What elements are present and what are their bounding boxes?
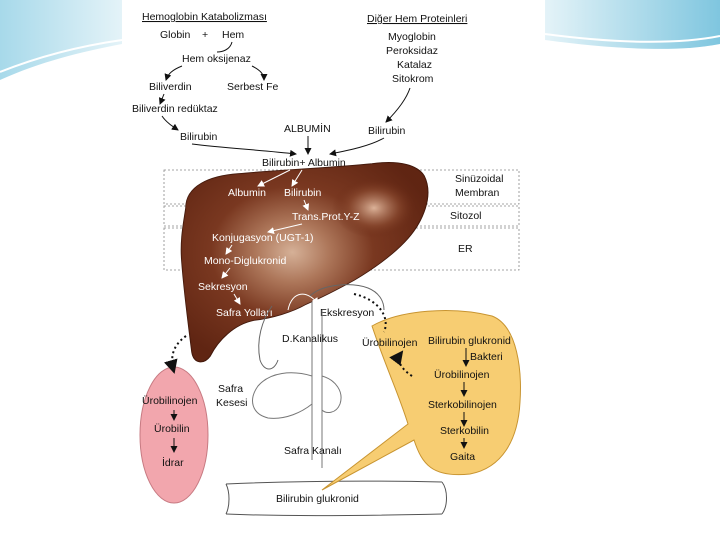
other-heme-proteins-title: Diğer Hem Proteinleri — [367, 13, 467, 25]
trans-prot-label: Trans.Prot.Y-Z — [292, 211, 360, 223]
liver-to-kidney-dotted — [163, 335, 187, 374]
intestine-item-2: Sterkobilinojen — [428, 399, 497, 411]
intestine-tube-bottom — [225, 513, 443, 516]
mono-diglucuronide-label: Mono-Diglukronid — [204, 255, 286, 267]
kidney-item-2: Ürobilin — [154, 423, 190, 435]
bile-ducts-label: Safra Yolları — [216, 307, 273, 319]
conjugation-label: Konjugasyon (UGT-1) — [212, 232, 314, 244]
bilirubin-albumin-complex: Bilirubin+ Albumin — [262, 157, 346, 169]
urobilinogen-outside-label: Ürobilinojen — [362, 337, 418, 349]
conjugation-to-mono-arrow — [225, 244, 233, 255]
zone-cytosol: Sitozol — [450, 210, 482, 222]
hem-oxygenase-label: Hem oksijenaz — [182, 53, 251, 65]
excretion-arrow — [287, 293, 319, 311]
gallbladder-neck — [321, 375, 342, 413]
intestine-top-line2: Bakteri — [470, 351, 503, 363]
liver-to-intestine-dotted — [353, 293, 387, 333]
intestine-item-3: Sterkobilin — [440, 425, 489, 437]
kidney-item-1: Ürobilinojen — [142, 395, 198, 407]
complex-to-bilirubin-arrow — [291, 169, 303, 187]
gallbladder-line2: Kesesi — [216, 397, 248, 409]
common-duct-outer — [309, 284, 385, 311]
hem-label: Hem — [222, 29, 244, 41]
biliverdin-reductase-label: Biliverdin redüktaz — [132, 103, 218, 115]
zone-sinusoid-line1: Sinüzoidal — [455, 173, 503, 185]
enterohepatic-dotted — [389, 350, 413, 377]
left-wave — [0, 0, 122, 80]
gallbladder-line1: Safra — [218, 383, 243, 395]
transprot-to-conjugation-arrow — [267, 223, 303, 235]
diagram-figure: Hemoglobin Katabolizması Globin + Hem He… — [122, 0, 545, 540]
proteins-to-bilirubin-arrow — [385, 87, 411, 123]
intestine-tube-top — [225, 480, 443, 485]
intestine-item-4: Gaita — [450, 451, 475, 463]
bilirubin-to-transprot-arrow — [302, 199, 310, 211]
complex-to-albumin-arrow — [257, 169, 291, 187]
liver-glow-right — [332, 178, 416, 238]
albumin-caps-label: ALBUMİN — [284, 122, 331, 135]
kidney-item-3: İdrar — [162, 456, 184, 469]
liver-bilirubin-label: Bilirubin — [284, 187, 322, 199]
d-canaliculus-label: D.Kanalikus — [282, 333, 338, 345]
mono-to-secretion-arrow — [221, 267, 231, 279]
heme-catabolism-diagram: Hemoglobin Katabolizması Globin + Hem He… — [132, 11, 521, 516]
to-fe-arrow — [251, 65, 268, 81]
bile-duct-tube-left — [258, 305, 279, 370]
protein-item-3: Katalaz — [397, 59, 432, 71]
intestine-top-line1: Bilirubin glukronid — [428, 335, 511, 347]
right-wave — [545, 0, 720, 49]
heme-catabolism-title: Hemoglobin Katabolizması — [142, 11, 267, 23]
plus-sign: + — [202, 29, 208, 41]
biliverdin-label: Biliverdin — [149, 81, 192, 93]
secretion-to-bileducts-arrow — [233, 293, 241, 305]
kidney-ellipse — [139, 366, 209, 504]
biliverdin-down-arrow — [158, 93, 166, 105]
intestine-tube-right — [441, 481, 447, 515]
right-wave-line — [544, 33, 720, 43]
secretion-label: Sekresyon — [198, 281, 248, 293]
intestine-item-1: Ürobilinojen — [434, 369, 490, 381]
intestine-callout — [321, 310, 521, 491]
bilirubin-glucuronide-bottom-label: Bilirubin glukronid — [276, 493, 359, 505]
to-bilirubin-arrow — [161, 115, 179, 131]
zone-sinusoid-line2: Membran — [455, 187, 500, 199]
protein-item-4: Sitokrom — [392, 73, 434, 85]
liver-albumin-label: Albumin — [228, 187, 266, 199]
bilirubin-right-label: Bilirubin — [368, 125, 406, 137]
protein-item-2: Peroksidaz — [386, 45, 438, 57]
hem-branch-arrow — [216, 41, 233, 53]
left-bilirubin-to-complex — [191, 143, 297, 157]
bile-canal-label: Safra Kanalı — [284, 445, 342, 457]
intestine-tube-left — [225, 483, 230, 515]
zone-er: ER — [458, 243, 473, 255]
free-fe-label: Serbest Fe — [227, 81, 279, 93]
right-bilirubin-to-complex — [329, 137, 385, 157]
gallbladder — [252, 372, 313, 419]
left-wave-line — [0, 39, 123, 73]
excretion-label: Ekskresyon — [320, 307, 374, 319]
bilirubin-left-label: Bilirubin — [180, 131, 218, 143]
to-biliverdin-arrow — [164, 65, 183, 81]
protein-item-1: Myoglobin — [388, 31, 436, 43]
globin-label: Globin — [160, 29, 191, 41]
